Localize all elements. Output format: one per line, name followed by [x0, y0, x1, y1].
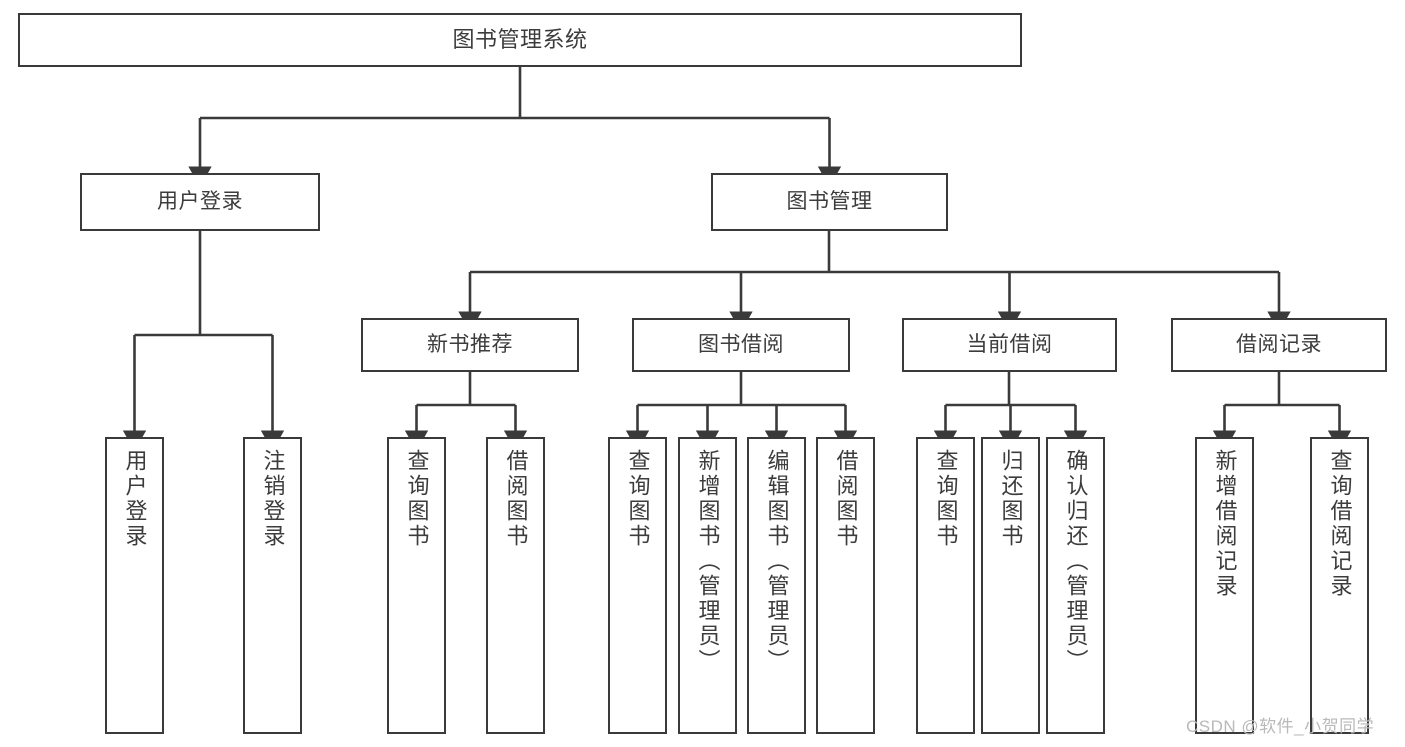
node-label: 借阅记录 — [1236, 333, 1322, 357]
node-l_logout[interactable]: 注销登录 — [243, 437, 302, 734]
node-label: 借阅图书 — [503, 449, 529, 549]
node-l_bbook1[interactable]: 借阅图书 — [486, 437, 545, 734]
node-label: 用户登录 — [157, 190, 243, 214]
node-label: 查询图书 — [933, 449, 959, 549]
node-label: 图书管理系统 — [452, 26, 588, 52]
node-records[interactable]: 借阅记录 — [1171, 318, 1387, 372]
node-bookmgmt[interactable]: 图书管理 — [711, 173, 948, 231]
watermark: CSDN @软件_小贺同学 — [1186, 717, 1375, 736]
node-current[interactable]: 当前借阅 — [902, 318, 1117, 372]
node-label: 新书推荐 — [427, 333, 513, 357]
node-label: 图书管理 — [786, 190, 873, 214]
node-label: 查询图书 — [625, 449, 651, 549]
node-l_qbook1[interactable]: 查询图书 — [387, 437, 446, 734]
node-label: 当前借阅 — [966, 333, 1053, 357]
node-label: 注销登录 — [260, 449, 286, 549]
node-l_confirm[interactable]: 确认归还（管理员） — [1046, 437, 1105, 734]
node-l_login[interactable]: 用户登录 — [105, 437, 164, 734]
node-l_editbook[interactable]: 编辑图书（管理员） — [747, 437, 806, 734]
node-label: 归还图书 — [998, 449, 1024, 549]
node-label: 新增借阅记录 — [1212, 449, 1238, 599]
node-l_qrec[interactable]: 查询借阅记录 — [1310, 437, 1369, 734]
node-label: 借阅图书 — [833, 449, 859, 549]
node-root[interactable]: 图书管理系统 — [18, 13, 1022, 67]
node-label: 新增图书（管理员） — [695, 449, 721, 674]
node-l_qbook3[interactable]: 查询图书 — [916, 437, 975, 734]
node-l_return[interactable]: 归还图书 — [981, 437, 1040, 734]
node-l_bbook2[interactable]: 借阅图书 — [816, 437, 875, 734]
node-label: 编辑图书（管理员） — [764, 449, 790, 674]
node-login[interactable]: 用户登录 — [80, 173, 320, 231]
node-label: 查询借阅记录 — [1327, 449, 1353, 599]
node-l_addrec[interactable]: 新增借阅记录 — [1195, 437, 1254, 734]
node-l_qbook2[interactable]: 查询图书 — [608, 437, 667, 734]
node-label: 查询图书 — [404, 449, 430, 549]
node-newbook[interactable]: 新书推荐 — [361, 318, 579, 372]
node-label: 用户登录 — [122, 449, 148, 549]
node-label: 确认归还（管理员） — [1063, 449, 1089, 674]
node-l_addbook[interactable]: 新增图书（管理员） — [678, 437, 737, 734]
node-label: 图书借阅 — [698, 333, 784, 357]
node-borrow[interactable]: 图书借阅 — [632, 318, 850, 372]
